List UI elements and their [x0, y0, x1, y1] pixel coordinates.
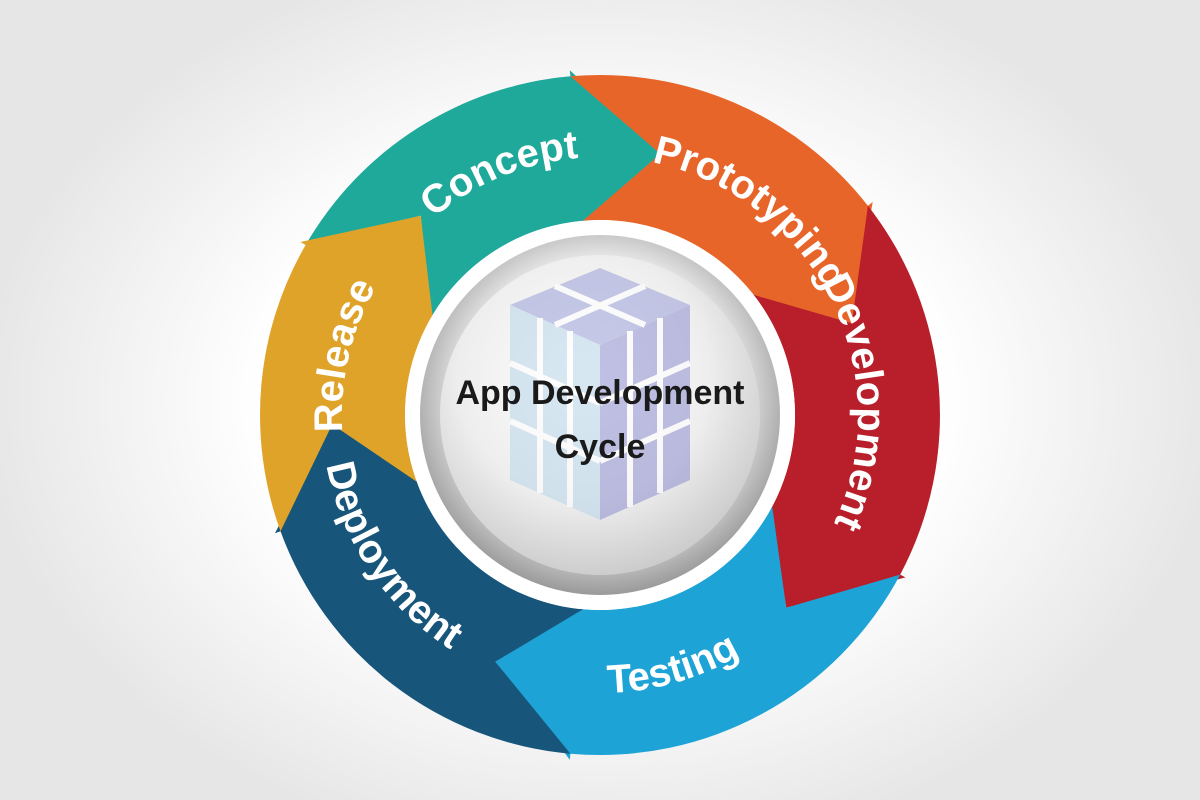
center-hub: App Development Cycle — [405, 220, 795, 610]
segment-deployment-arrow — [274, 424, 583, 754]
segment-development-arrow — [753, 205, 940, 608]
segment-release-arrow — [260, 215, 433, 532]
segment-testing-arrow — [495, 506, 901, 760]
segment-concept-arrow — [305, 70, 661, 318]
cube-icon — [508, 268, 692, 520]
center-title-line1: App Development — [455, 374, 744, 412]
center-title-line2: Cycle — [555, 428, 646, 466]
segment-prototyping-arrow — [570, 75, 873, 324]
cycle-segments — [260, 70, 940, 760]
